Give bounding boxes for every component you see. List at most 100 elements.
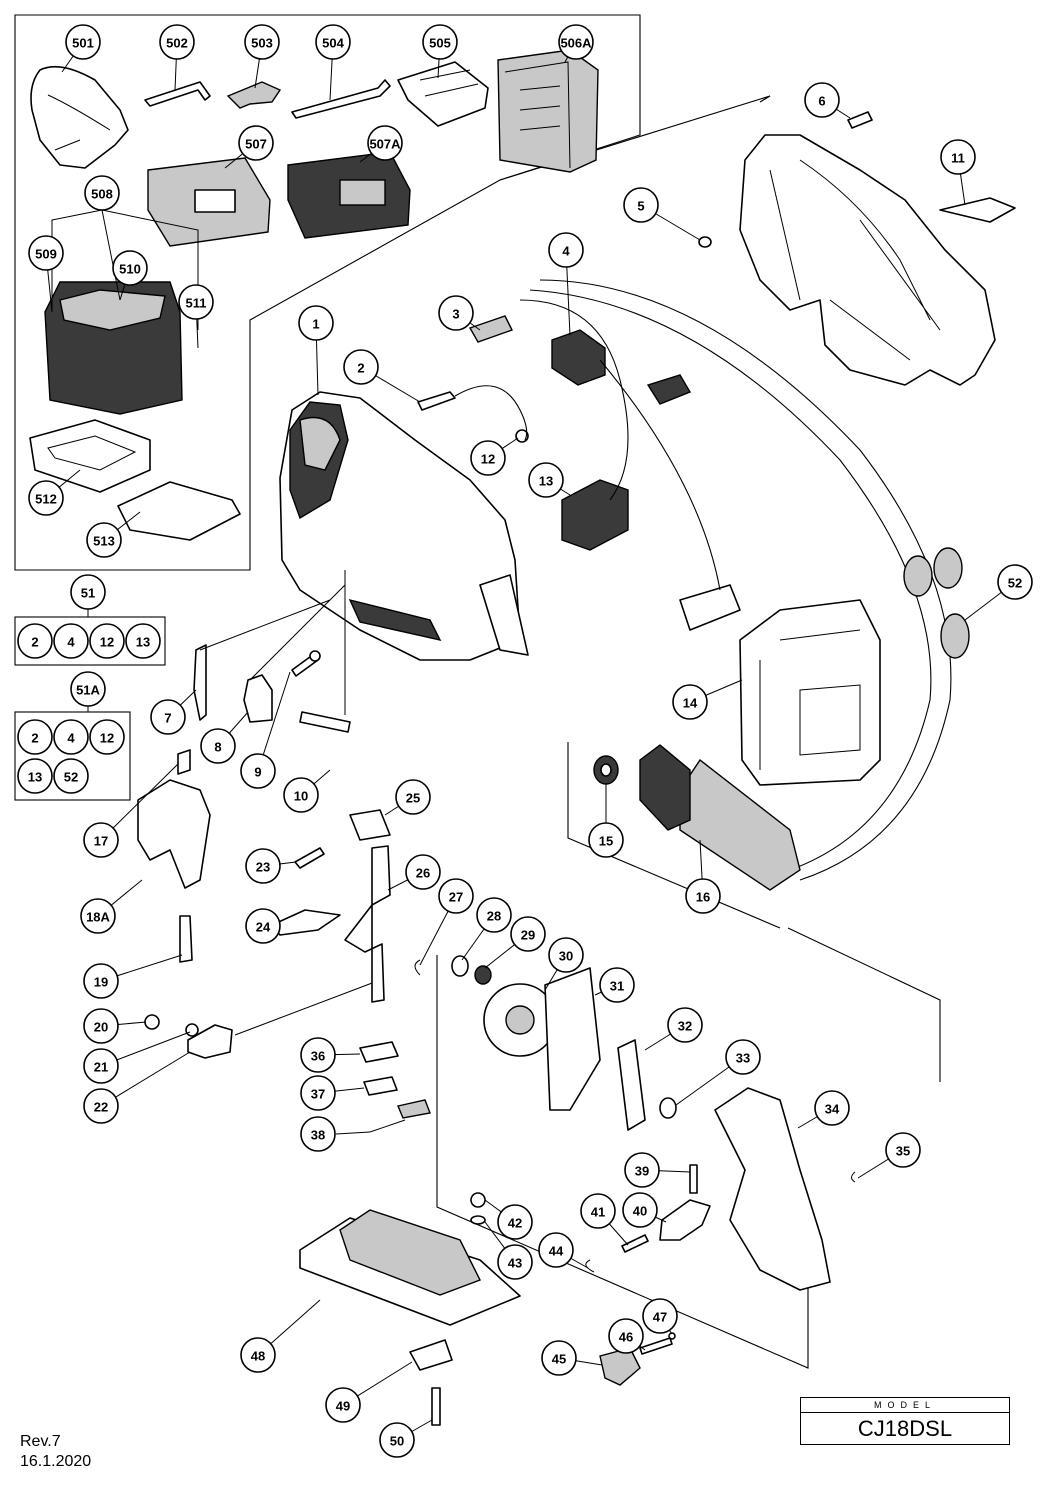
kit-51-item-13-label: 13 <box>136 635 150 650</box>
part-14-battery <box>739 599 881 786</box>
part-26-plunger <box>344 845 391 1003</box>
kit-51a-item-13: 13 <box>17 758 53 794</box>
part-502-hex-wrench <box>144 81 211 107</box>
callout-507-label: 507 <box>245 137 267 152</box>
callout-17-circle <box>83 822 119 858</box>
callout-33-circle <box>725 1039 761 1075</box>
callout-35-label: 35 <box>896 1144 910 1159</box>
part-505-plate <box>397 61 489 127</box>
callout-3-circle <box>438 295 474 331</box>
callout-1-circle <box>298 305 334 341</box>
callout-20: 20 <box>83 1008 119 1044</box>
part-16-motor <box>679 758 801 891</box>
callout-513-circle <box>86 522 122 558</box>
callout-44-circle <box>538 1232 574 1268</box>
kit-51a-item-12-circle <box>89 719 125 755</box>
callout-38-circle <box>300 1116 336 1152</box>
callout-10-circle <box>283 777 319 813</box>
callout-39: 39 <box>624 1152 660 1188</box>
callout-4-circle <box>548 232 584 268</box>
callout-11-circle <box>940 139 976 175</box>
callout-22-label: 22 <box>94 1100 108 1115</box>
callout-512: 512 <box>28 480 64 516</box>
callout-14-circle <box>672 684 708 720</box>
callout-507: 507 <box>238 125 274 161</box>
callout-6-label: 6 <box>818 94 825 109</box>
part-15-center <box>600 763 612 777</box>
callout-15: 15 <box>588 822 624 858</box>
callout-49-label: 49 <box>336 1399 350 1414</box>
callout-503-circle <box>244 24 280 60</box>
callout-23-label: 23 <box>256 860 270 875</box>
callout-12-circle <box>470 440 506 476</box>
kit-51-item-13: 13 <box>125 623 161 659</box>
housing-leader-lines <box>199 570 346 715</box>
callout-32: 32 <box>667 1007 703 1043</box>
kit-51-item-4-label: 4 <box>67 635 75 650</box>
part-34-gear-cover <box>714 1087 831 1291</box>
wire-lamp <box>454 385 528 441</box>
callout-30-circle <box>548 937 584 973</box>
part-30-hub <box>505 1005 535 1035</box>
callout-48: 48 <box>240 1337 276 1373</box>
callout-26: 26 <box>405 854 441 890</box>
part-13-controller-board <box>561 479 629 551</box>
part-512-insert-tray <box>29 419 151 493</box>
callout-13-label: 13 <box>539 474 553 489</box>
callout-506a-circle <box>558 24 594 60</box>
callout-50-label: 50 <box>390 1434 404 1449</box>
callout-9-label: 9 <box>254 765 261 780</box>
callout-52: 52 <box>997 564 1033 600</box>
callout-44-label: 44 <box>549 1244 564 1259</box>
part-4-switch <box>551 329 606 386</box>
callout-7-circle <box>150 699 186 735</box>
callout-2-circle <box>343 349 379 385</box>
callout-1-label: 1 <box>312 317 319 332</box>
kit-51a-item-52-circle <box>53 758 89 794</box>
leader-38-pad <box>369 1119 406 1133</box>
part-28-bushing <box>451 955 469 977</box>
callout-48-circle <box>240 1337 276 1373</box>
callout-504-label: 504 <box>322 36 344 51</box>
callout-7-label: 7 <box>164 711 171 726</box>
callout-34-label: 34 <box>825 1102 840 1117</box>
callout-39-circle <box>624 1152 660 1188</box>
part-45-lever-knob <box>599 1347 641 1386</box>
callout-513: 513 <box>86 522 122 558</box>
callout-10: 10 <box>283 777 319 813</box>
callout-46-label: 46 <box>619 1330 633 1345</box>
kit-51-item-2-label: 2 <box>31 635 38 650</box>
part-5-o-ring <box>698 236 712 248</box>
part-29-bearing <box>474 965 492 985</box>
part-508-lid <box>59 289 166 331</box>
part-27-retaining-ring <box>414 959 421 976</box>
revision-block: Rev.7 16.1.2020 <box>20 1432 91 1472</box>
callout-27-label: 27 <box>449 890 463 905</box>
part-44-retaining-ring <box>585 1259 595 1273</box>
callout-8: 8 <box>200 728 236 764</box>
callout-50: 50 <box>379 1422 415 1458</box>
callout-11-label: 11 <box>951 151 965 166</box>
part-33-washer <box>659 1097 677 1119</box>
callout-29: 29 <box>510 916 546 952</box>
callout-11: 11 <box>940 139 976 175</box>
callout-13-circle <box>528 462 564 498</box>
part-11-nameplate <box>939 197 1016 223</box>
callout-34: 34 <box>814 1090 850 1126</box>
callout-12: 12 <box>470 440 506 476</box>
kit-51a-item-12-label: 12 <box>100 731 114 746</box>
part-513-insert <box>117 481 241 541</box>
callout-31-circle <box>599 967 635 1003</box>
callout-16: 16 <box>685 878 721 914</box>
callout-51: 51 <box>70 574 106 610</box>
kit-51-box <box>14 616 166 666</box>
callout-22: 22 <box>83 1088 119 1124</box>
callout-52-circle <box>997 564 1033 600</box>
part-506a-detail <box>504 61 571 169</box>
part-23-pin <box>294 847 325 869</box>
part-1-vents <box>348 598 442 642</box>
leader-38 <box>335 1131 371 1135</box>
callout-14: 14 <box>672 684 708 720</box>
